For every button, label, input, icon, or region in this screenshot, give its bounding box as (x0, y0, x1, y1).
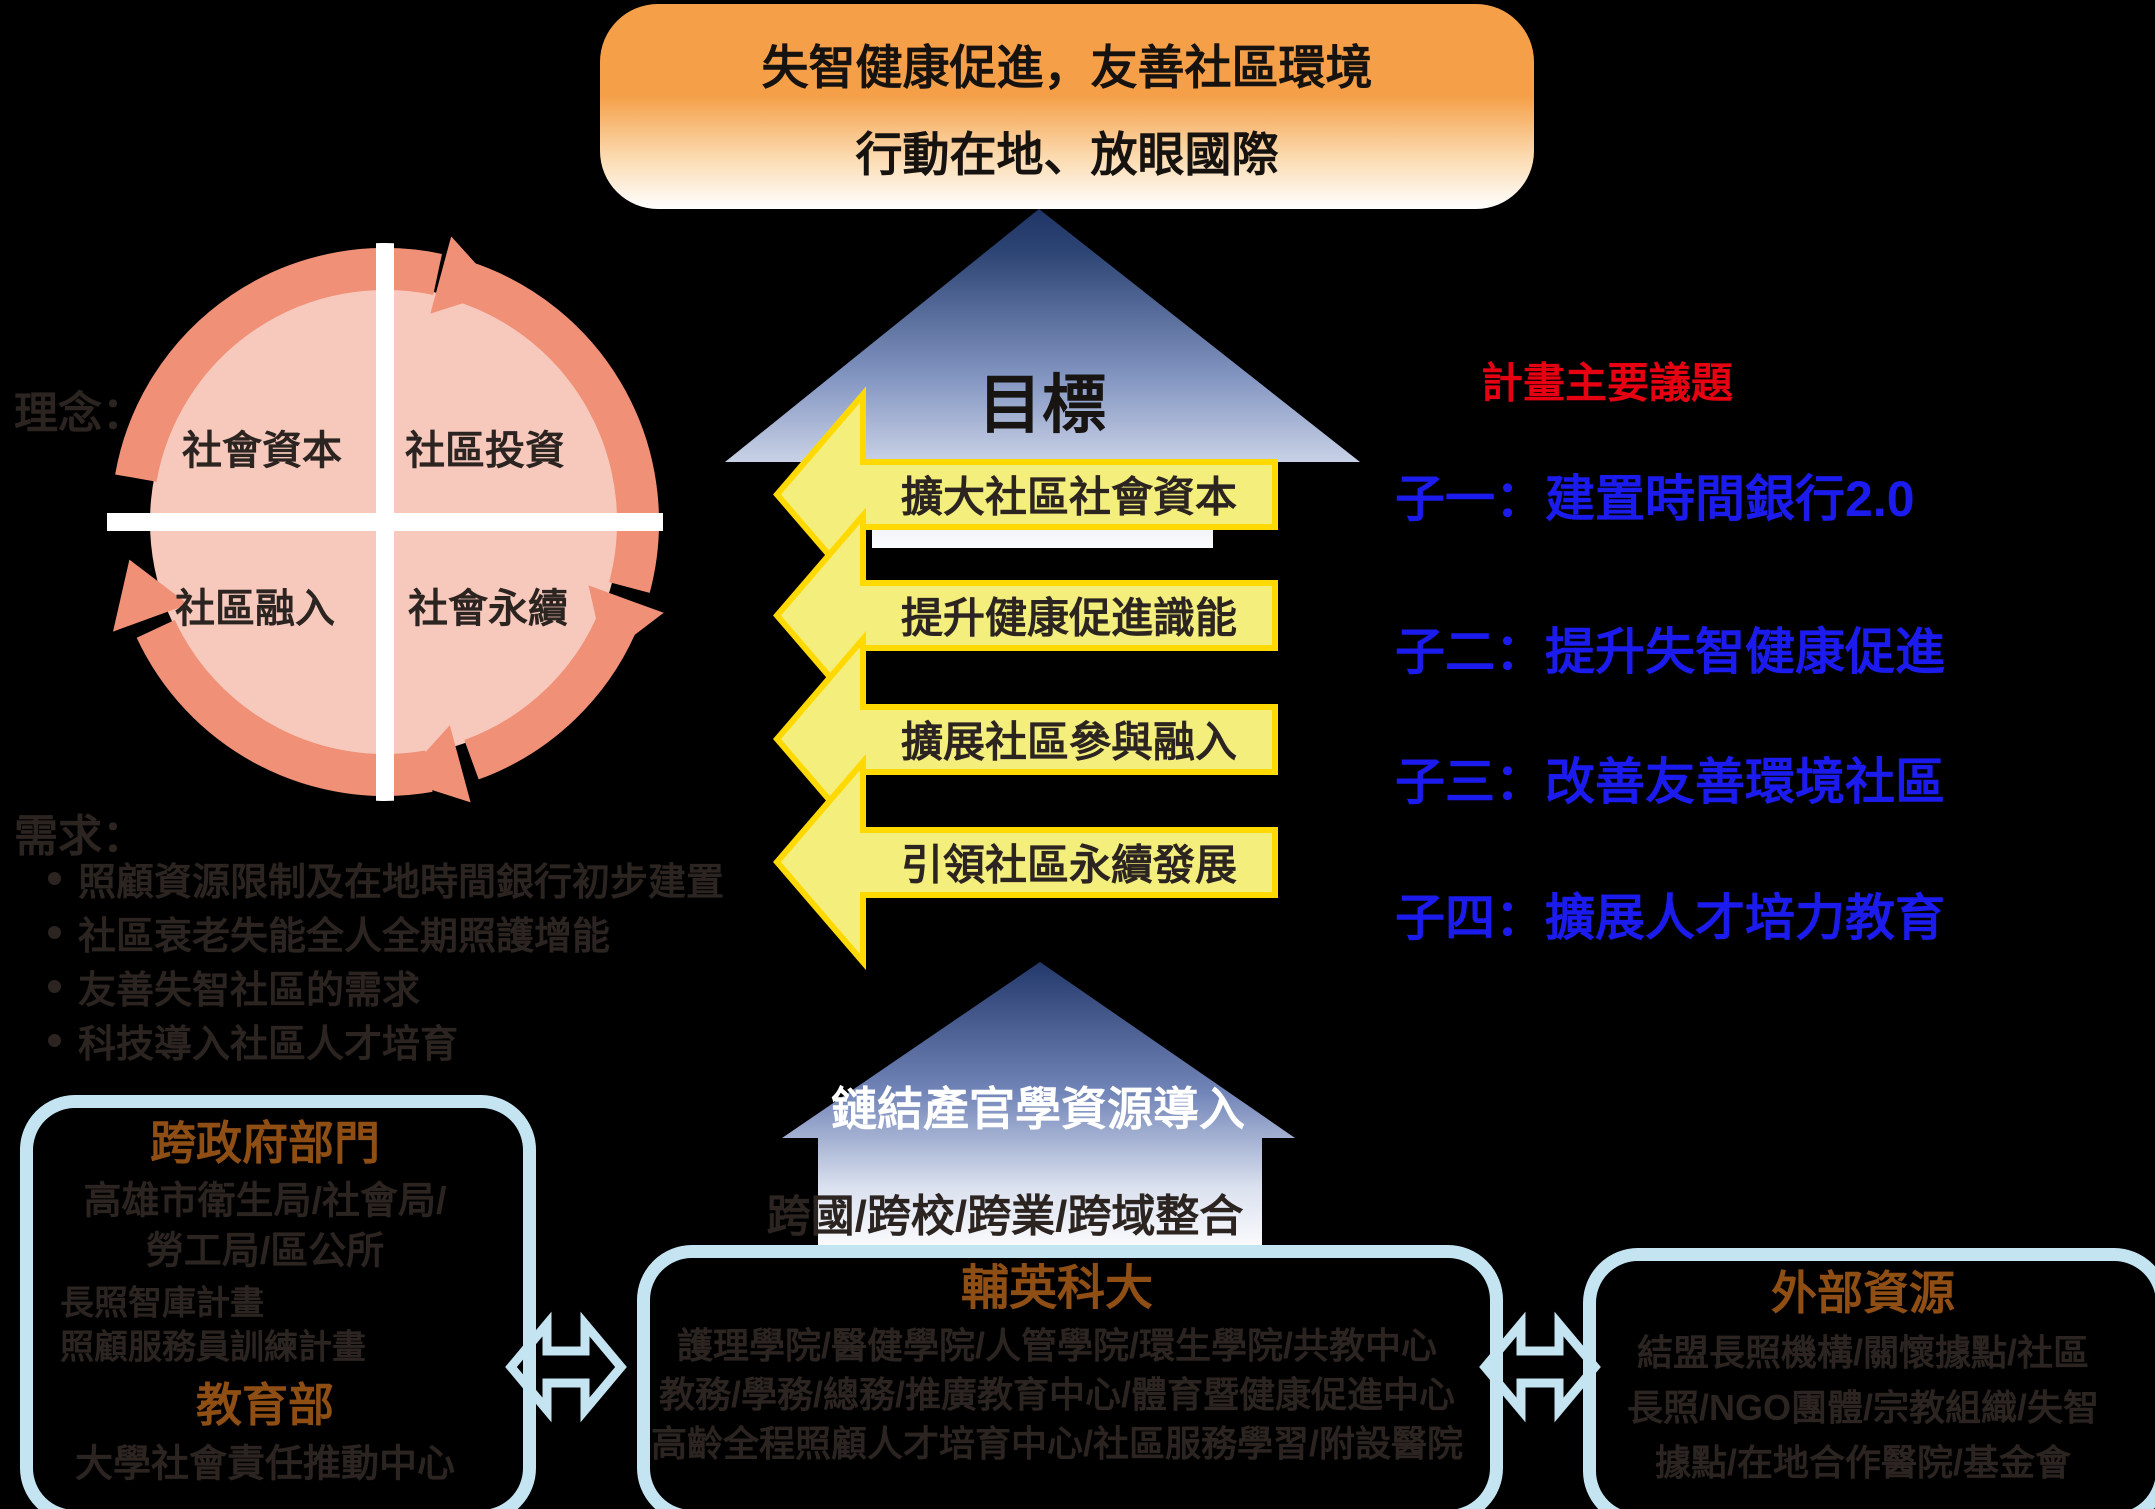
title-banner: 失智健康促進，友善社區環境 行動在地、放眼國際 (600, 4, 1534, 209)
gov-title2: 教育部 (196, 1379, 334, 1431)
step-label-1: 擴大社區社會資本 (900, 473, 1237, 521)
step-label-3: 擴展社區參與融入 (900, 718, 1237, 766)
cycle-label: 理念： (14, 389, 146, 438)
university-line1: 護理學院/醫健學院/人管學院/環生學院/共教中心 (676, 1325, 1438, 1366)
step-label-2: 提升健康促進識能 (900, 594, 1237, 642)
list-item: 科技導入社區人才培育 (48, 1013, 724, 1067)
banner-line2: 行動在地、放眼國際 (855, 127, 1279, 181)
external-line1: 結盟長照機構/關懷據點/社區 (1636, 1332, 2090, 1373)
gov-plan1: 長照智庫計畫 (60, 1284, 264, 1323)
step-label-4: 引領社區永續發展 (900, 841, 1237, 889)
gov-plan2: 照顧服務員訓練計畫 (60, 1328, 366, 1367)
gov-line3: 大學社會責任推動中心 (74, 1443, 456, 1486)
quadrant-social-sustainability: 社會永續 (408, 587, 568, 631)
university-title: 輔英科大 (960, 1262, 1154, 1315)
topics-title: 計畫主要議題 (1480, 359, 1734, 407)
link-arrow-icon (782, 962, 1295, 1252)
gov-box (20, 1095, 536, 1509)
topic-item-3: 子三：改善友善環境社區 (1395, 754, 1945, 810)
topic-item-1: 子一：建置時間銀行2.0 (1395, 471, 1915, 527)
step-arrows-icon (773, 386, 1278, 971)
link-banner: 鏈結產官學資源導入 (831, 1083, 1245, 1135)
double-arrow-left-icon (505, 1311, 627, 1423)
quadrant-social-capital: 社會資本 (182, 429, 342, 473)
gov-line2: 勞工局/區公所 (145, 1230, 385, 1273)
external-box (1583, 1248, 2155, 1509)
topic-item-2: 子二：提升失智健康促進 (1395, 624, 1945, 680)
gov-title: 跨政府部門 (150, 1117, 380, 1169)
topic-item-4: 子四：擴展人才培力教育 (1395, 890, 1945, 946)
gov-line1: 高雄市衛生局/社會局/ (83, 1180, 447, 1223)
cycle-diagram-icon (107, 236, 664, 803)
list-item: 社區衰老失能全人全期照護增能 (48, 905, 724, 959)
link-subtitle: 跨國/跨校/跨業/跨域整合 (766, 1192, 1244, 1241)
list-item: 友善失智社區的需求 (48, 959, 724, 1013)
list-item: 照顧資源限制及在地時間銀行初步建置 (48, 851, 724, 905)
university-box (637, 1245, 1503, 1509)
goal-title: 目標 (978, 369, 1106, 441)
university-line3: 高齡全程照顧人才培育中心/社區服務學習/附設醫院 (650, 1423, 1464, 1464)
quadrant-community-investment: 社區投資 (405, 429, 565, 473)
needs-list: 照顧資源限制及在地時間銀行初步建置 社區衰老失能全人全期照護增能 友善失智社區的… (48, 851, 724, 1067)
external-line2: 長照/NGO團體/宗教組織/失智 (1626, 1387, 2100, 1428)
banner-line1: 失智健康促進，友善社區環境 (761, 40, 1373, 94)
university-line2: 教務/學務/總務/推廣教育中心/體育暨健康促進中心 (658, 1374, 1456, 1415)
external-line3: 據點/在地合作醫院/基金會 (1654, 1442, 2072, 1483)
quadrant-community-inclusion: 社區融入 (175, 587, 335, 631)
external-title: 外部資源 (1771, 1267, 1955, 1319)
